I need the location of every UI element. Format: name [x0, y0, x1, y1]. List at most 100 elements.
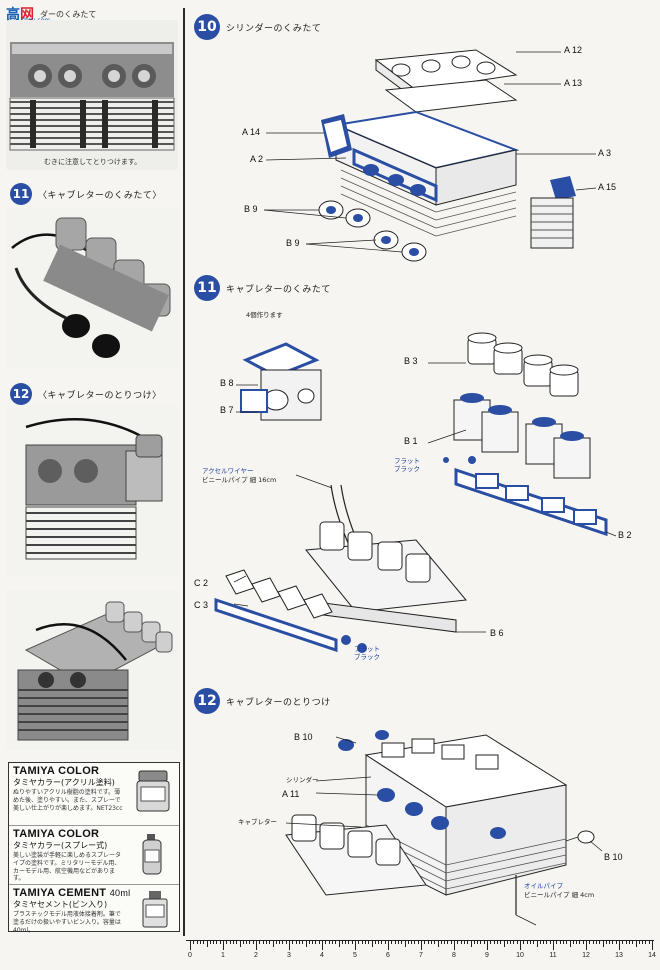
- label-carburetor: キャブレター: [238, 818, 277, 826]
- ruler-tick: [480, 940, 482, 944]
- ruler-tick: [586, 940, 587, 950]
- ruler-number: 10: [516, 952, 524, 959]
- ruler-tick: [414, 940, 416, 944]
- ruler-tick: [592, 940, 594, 944]
- ruler-tick: [490, 940, 492, 944]
- ruler-tick: [289, 940, 290, 950]
- right-column: 10 シリンダーのくみたて: [186, 0, 660, 940]
- ruler-tick: [467, 940, 469, 944]
- ruler-tick: [252, 940, 254, 944]
- ruler-tick: [546, 940, 548, 944]
- ruler-tick: [325, 940, 327, 944]
- left-step12-header: 12 〈キャブレターのとりつけ〉: [10, 383, 162, 405]
- ruler-number: 4: [320, 952, 324, 959]
- part-label-a12: A 12: [564, 45, 583, 55]
- ruler-tick: [216, 940, 218, 944]
- spray-can-icon: [133, 832, 173, 880]
- ruler-tick: [223, 940, 224, 950]
- ruler-tick: [487, 940, 488, 950]
- ruler-tick: [358, 940, 360, 944]
- ruler-tick: [407, 940, 409, 944]
- ruler-tick: [500, 940, 502, 944]
- ruler-tick: [556, 940, 558, 944]
- part-label-a2: A 2: [250, 154, 264, 164]
- ad-1-title: TAMIYA COLOR: [13, 765, 100, 777]
- left-top-note: むきに注意してとりつけます。: [44, 158, 142, 166]
- watermark-main-right: 网: [20, 7, 34, 23]
- ruler-tick: [496, 940, 498, 944]
- part-label-b9-lower: B 9: [286, 238, 300, 248]
- ruler-tick: [645, 940, 647, 944]
- ruler-tick: [615, 940, 617, 944]
- ruler-number: 6: [386, 952, 390, 959]
- ruler-tick: [345, 940, 347, 944]
- ruler-tick: [229, 940, 231, 944]
- ruler-tick: [642, 940, 644, 944]
- part-label-b8: B 8: [220, 378, 234, 388]
- ruler-tick: [275, 940, 277, 944]
- ruler-tick: [331, 940, 333, 944]
- ruler-tick: [605, 940, 607, 944]
- ruler-tick: [526, 940, 528, 944]
- ruler-tick: [256, 940, 257, 950]
- left-step12-number: 12: [10, 383, 32, 405]
- label-oil-pipe: オイルパイプ: [524, 882, 563, 890]
- ruler-tick: [463, 940, 465, 944]
- part-label-b10-left: B 10: [294, 732, 313, 742]
- ad-1-subtitle: タミヤカラー(アクリル塗料): [13, 778, 115, 787]
- ruler-tick: [510, 940, 512, 944]
- ruler-tick: [236, 940, 238, 944]
- part-label-a15: A 15: [598, 182, 617, 192]
- ruler-tick: [576, 940, 578, 944]
- ruler-tick: [444, 940, 446, 944]
- ruler-tick: [374, 940, 376, 944]
- ruler-tick: [361, 940, 363, 944]
- ruler-tick: [569, 940, 571, 947]
- ruler-tick: [368, 940, 370, 944]
- ruler-tick: [285, 940, 287, 944]
- ruler-tick: [543, 940, 545, 944]
- ruler-tick: [477, 940, 479, 944]
- ruler-tick: [529, 940, 531, 944]
- ruler-tick: [549, 940, 551, 944]
- ruler-tick: [595, 940, 597, 944]
- part-label-b10-right: B 10: [604, 852, 623, 862]
- left-step11-title: 〈キャブレターのくみたて〉: [38, 190, 162, 201]
- left-step11-header: 11 〈キャブレターのくみたて〉: [10, 183, 162, 205]
- ruler-tick: [246, 940, 248, 944]
- ruler-tick: [506, 940, 508, 944]
- step12-number: 12: [194, 688, 220, 714]
- ruler-tick: [203, 940, 205, 944]
- ruler-tick: [638, 940, 640, 944]
- ruler-tick: [199, 940, 201, 944]
- ruler-tick: [460, 940, 462, 944]
- step10-header: 10 シリンダーのくみたて: [194, 14, 321, 40]
- ruler-tick: [269, 940, 271, 944]
- photo-engine-front: [6, 405, 178, 575]
- ruler-tick: [381, 940, 383, 944]
- part-label-a13: A 13: [564, 78, 583, 88]
- ruler-number: 14: [648, 952, 656, 959]
- ruler-number: 7: [419, 952, 423, 959]
- ruler-tick: [397, 940, 399, 944]
- ruler-tick: [457, 940, 459, 944]
- ad-3-subtitle: タミヤセメント(ビン入り): [13, 900, 108, 909]
- ruler-tick: [209, 940, 211, 944]
- ruler-tick: [582, 940, 584, 944]
- ruler-tick: [279, 940, 281, 944]
- ruler-tick: [579, 940, 581, 944]
- part-label-b9-upper: B 9: [244, 204, 258, 214]
- note-flat-black-1: フラット ブラック: [394, 457, 420, 473]
- ruler-tick: [305, 940, 307, 947]
- photo-carburetor-assembly: [6, 208, 178, 368]
- note-make-four: 4個作ります: [246, 311, 283, 319]
- ruler-tick: [190, 940, 191, 950]
- ruler-number: 1: [221, 952, 225, 959]
- ruler-tick: [242, 940, 244, 944]
- ruler-number: 5: [353, 952, 357, 959]
- ruler-tick: [559, 940, 561, 944]
- step10-diagram: [263, 49, 597, 262]
- step10-title: シリンダーのくみたて: [226, 23, 322, 34]
- ruler-number: 13: [615, 952, 623, 959]
- part-label-b2: B 2: [618, 530, 632, 540]
